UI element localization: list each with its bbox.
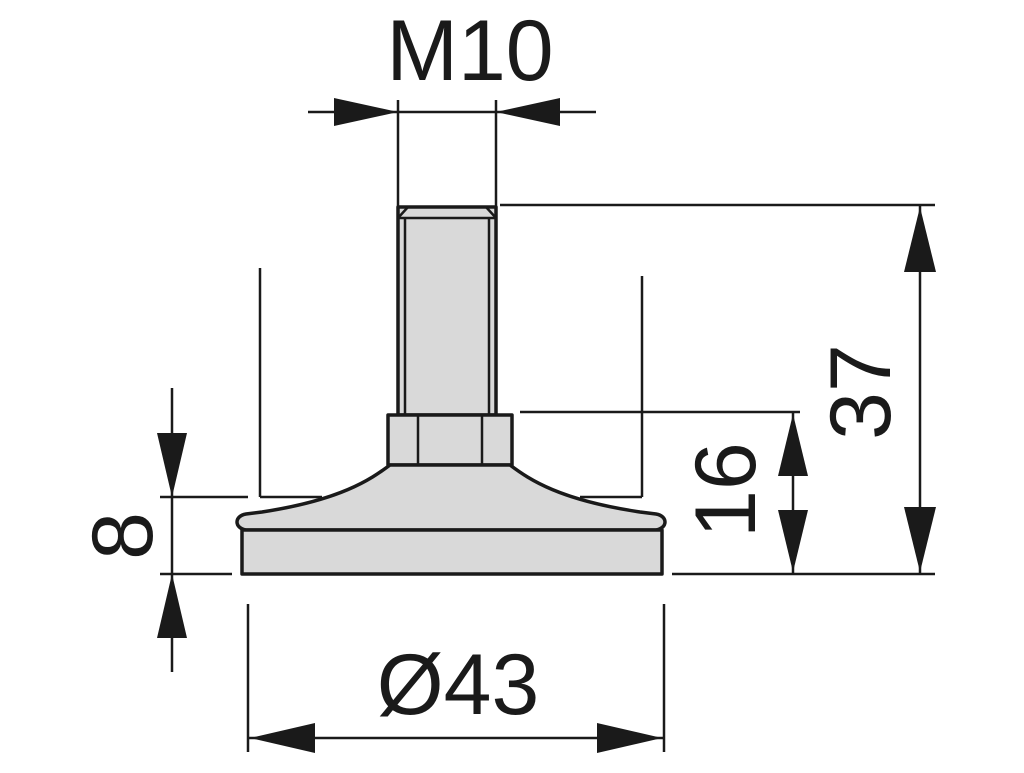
dimension-37: 37 — [813, 205, 936, 574]
stud-body — [396, 205, 498, 417]
dim-8-arrow-top — [157, 433, 187, 497]
dim-8-label: 8 — [75, 512, 171, 560]
dim-m10-label: M10 — [386, 3, 553, 99]
dim-16-arrow-top — [778, 414, 808, 476]
base-foot — [235, 463, 667, 576]
dimension-16: 16 — [678, 412, 808, 574]
dim-8-arrow-bottom — [157, 574, 187, 638]
dim-37-arrow-top — [904, 207, 936, 272]
dim-37-label: 37 — [813, 344, 909, 440]
base-pad — [240, 528, 664, 576]
dim-dia43-arrow-left — [250, 723, 315, 753]
stud-chamfer-left — [397, 206, 409, 219]
dim-16-label: 16 — [678, 442, 774, 538]
dimension-m10: M10 — [308, 3, 596, 126]
dim-m10-arrow-left — [334, 98, 398, 126]
extension-lines — [160, 100, 935, 752]
dim-dia43-arrow-right — [597, 723, 662, 753]
dim-m10-arrow-right — [496, 98, 560, 126]
dim-37-arrow-bottom — [904, 507, 936, 572]
stud-chamfer-right — [485, 206, 497, 219]
nut-body — [386, 413, 514, 467]
dimension-dia43: Ø43 — [248, 637, 664, 753]
dim-16-arrow-bottom — [778, 510, 808, 572]
hex-nut — [386, 413, 514, 467]
dim-dia43-label: Ø43 — [377, 637, 540, 733]
dimension-8: 8 — [75, 388, 187, 672]
threaded-stud — [396, 205, 498, 417]
